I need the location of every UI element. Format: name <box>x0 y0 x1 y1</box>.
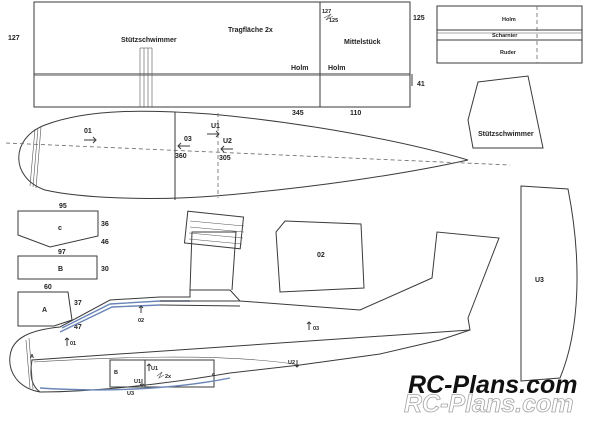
nose-stripe-1 <box>29 128 36 187</box>
wing-label-mittelstueck: Mittelstück <box>344 39 381 46</box>
fuselage-top-view: 01 03 U1 U2 360 305 <box>5 110 511 200</box>
top-dim-305: 305 <box>219 155 231 162</box>
part-b-label: B <box>58 266 63 273</box>
part-b-dim-97: 97 <box>58 249 66 256</box>
fuselage-top-outline <box>18 110 469 199</box>
section-label-holm: Holm <box>502 17 516 23</box>
wing-label-stuetzschwimmer: Stützschwimmer <box>121 37 177 44</box>
top-arrow-03 <box>177 142 190 150</box>
part-b-outline <box>17 255 98 280</box>
part-a-label: A <box>42 307 47 314</box>
keel-inner <box>33 356 301 366</box>
wing-dim-345: 345 <box>292 110 304 117</box>
wing-section-plan: Holm Scharnier Ruder <box>436 5 583 64</box>
nose-stripe-3 <box>35 126 42 189</box>
side-arrow-u1 <box>146 363 152 371</box>
side-label-a: A <box>30 354 34 360</box>
section-outline <box>436 5 583 64</box>
float-label: Stützschwimmer <box>478 131 534 138</box>
part-c-label: c <box>58 225 62 232</box>
wing-plan: 127 Stützschwimmer Tragfläche 2x Holm Ho… <box>8 1 425 117</box>
part-b: B 97 30 <box>17 249 109 280</box>
fuselage-side-outline <box>9 231 500 393</box>
part-u3-outline <box>520 185 578 382</box>
part-b-dim-30: 30 <box>101 266 109 273</box>
wing-label-holm-left: Holm <box>291 65 309 72</box>
side-arrow-u1b <box>139 379 145 387</box>
part-u3-label: U3 <box>535 277 544 284</box>
pylon-head <box>183 210 245 250</box>
side-arrow-03 <box>306 321 312 330</box>
cockpit-rail-bottom <box>159 304 241 307</box>
part-c-dim-46: 46 <box>101 239 109 246</box>
side-arrow-01 <box>64 337 70 346</box>
wing-outline <box>33 1 411 108</box>
section-label-ruder: Ruder <box>500 50 517 56</box>
fuselage-side-view: A 01 02 03 B U1 2x U1 c U2 U3 <box>9 210 500 397</box>
side-label-u1: U1 <box>151 366 158 372</box>
top-label-01: 01 <box>84 128 92 135</box>
side-label-u1b: U1 <box>134 379 141 385</box>
side-label-03: 03 <box>313 326 319 332</box>
side-label-c: c <box>212 372 215 378</box>
part-u3: U3 <box>520 185 578 382</box>
pylon-stripe-1 <box>189 220 245 227</box>
wing-float: Stützschwimmer <box>467 75 544 149</box>
wing-dim-41: 41 <box>417 81 425 88</box>
keel-line <box>30 329 471 393</box>
wing-dim-127: 127 <box>8 35 20 42</box>
part-c-dim-36: 36 <box>101 221 109 228</box>
part-02: 02 <box>275 220 365 293</box>
side-arrow-02 <box>138 305 144 313</box>
side-arrow-u2 <box>294 360 300 368</box>
wing-dim-125-right: 125 <box>413 15 425 22</box>
wing-dim-125-small: 125 <box>329 18 338 24</box>
wing-label-tragflaeche: Tragfläche 2x <box>228 27 273 34</box>
section-label-scharnier: Scharnier <box>492 33 518 39</box>
pylon-outline <box>189 231 237 291</box>
side-label-u2: U2 <box>288 360 295 366</box>
side-label-2x: 2x <box>165 374 172 380</box>
nose-stripe-2 <box>32 127 39 188</box>
side-label-u3: U3 <box>127 391 134 397</box>
watermark-text: RC-Plans.com <box>408 371 577 399</box>
side-nose-stripe-1 <box>25 339 31 389</box>
side-label-01: 01 <box>70 341 76 347</box>
top-arrow-u2 <box>220 145 233 153</box>
side-squiggle-2x <box>156 371 165 379</box>
part-02-label: 02 <box>317 252 325 259</box>
fuselage-top-centreline <box>5 142 511 166</box>
float-outline <box>467 75 544 149</box>
top-dim-360: 360 <box>175 153 187 160</box>
side-label-02: 02 <box>138 318 144 324</box>
part-02-outline <box>275 220 365 293</box>
pylon-stripe-4 <box>188 238 243 245</box>
pylon-stripe-3 <box>188 232 244 239</box>
deck-blue-edge-2 <box>59 304 161 333</box>
part-c-dim-95: 95 <box>59 203 67 210</box>
watermark-shadow: RC-Plans.com <box>404 390 573 418</box>
part-a-dim-47: 47 <box>74 324 82 331</box>
top-arrow-01 <box>84 136 97 144</box>
part-a-dim-60: 60 <box>44 284 52 291</box>
top-arrow-u1 <box>207 130 220 138</box>
side-nose-stripe-2 <box>28 337 34 390</box>
part-c-outline <box>17 210 99 248</box>
top-label-u1: U1 <box>211 123 220 130</box>
wing-dim-127-small: 127 <box>322 9 331 15</box>
part-a-dim-37: 37 <box>74 300 82 307</box>
part-a: A 60 37 47 <box>17 284 82 331</box>
part-c: c 95 36 46 <box>17 203 109 248</box>
hull-blue-bottom <box>39 377 231 391</box>
watermark-logo: RC-Plans.com RC-Plans.com <box>404 371 578 418</box>
part-a-outline <box>17 291 73 327</box>
top-label-u2: U2 <box>223 138 232 145</box>
side-label-b: B <box>114 370 118 376</box>
wing-dim-110: 110 <box>350 110 361 117</box>
wing-dim-squiggle <box>323 13 334 21</box>
pylon-stripe-2 <box>189 226 245 233</box>
wing-label-holm-mid: Holm <box>328 65 346 72</box>
top-label-03: 03 <box>184 136 192 143</box>
